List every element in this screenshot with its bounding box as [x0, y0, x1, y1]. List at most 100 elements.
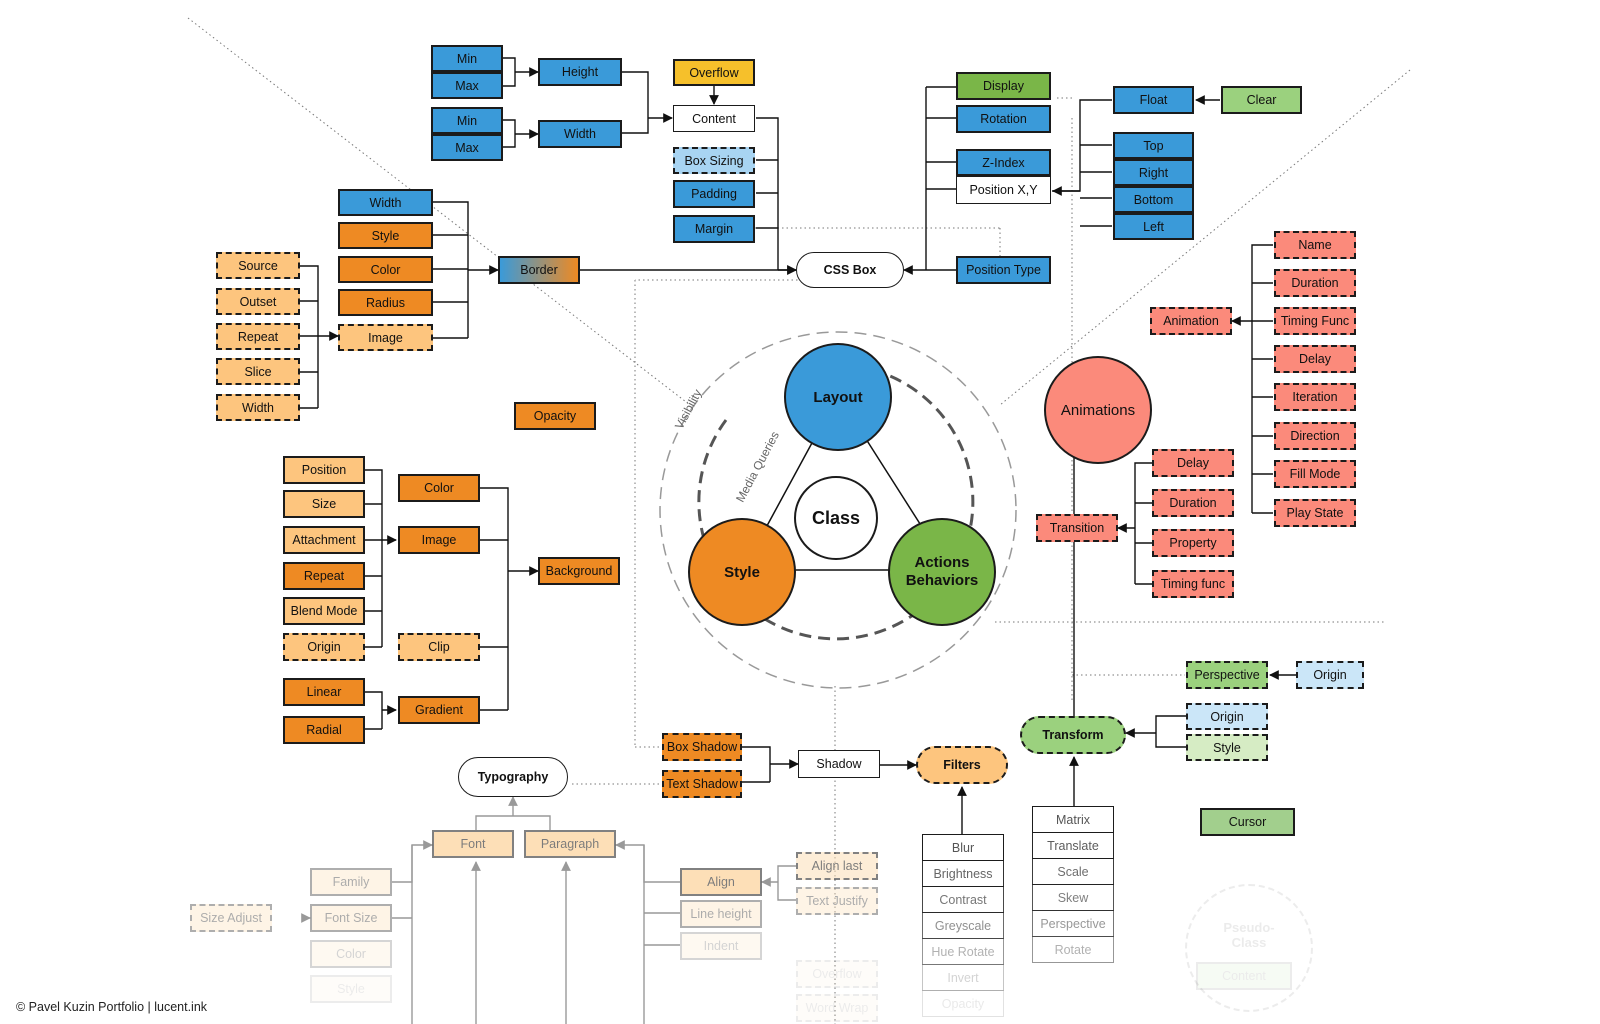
paragraph-node: Paragraph [524, 830, 616, 858]
footer-credit: © Pavel Kuzin Portfolio | lucent.ink [16, 1000, 208, 1014]
bg-color-node: Color [398, 474, 480, 502]
family-node: Family [310, 868, 392, 896]
center-circle-layout: Layout [784, 343, 892, 451]
anim-play-state-node: Play State [1274, 499, 1356, 527]
anim-delay-node: Delay [1274, 345, 1356, 373]
pseudo-content-node: Content [1196, 962, 1292, 990]
typo-color-node: Color [310, 940, 392, 968]
border-width-node: Width [338, 189, 433, 216]
text-justify-node: Text Justify [796, 887, 878, 915]
display-node: Display [956, 72, 1051, 100]
height-min-node: Min [431, 45, 503, 72]
padding-node: Padding [673, 180, 755, 208]
right-node: Right [1113, 159, 1194, 186]
anim-name-node: Name [1274, 231, 1356, 259]
bg-gradient-node: Gradient [398, 696, 480, 724]
center-circle-style: Style [688, 518, 796, 626]
transition-duration-node: Duration [1152, 489, 1234, 517]
anim-duration-node: Duration [1274, 269, 1356, 297]
transform-item-skew: Skew [1032, 884, 1114, 911]
bg-linear-node: Linear [283, 678, 365, 706]
line-height-node: Line height [680, 900, 762, 928]
anim-fill-mode-node: Fill Mode [1274, 460, 1356, 488]
anim-timing-func-node: Timing Func [1274, 307, 1356, 335]
center-circle-class: Class [794, 476, 878, 560]
transition-property-node: Property [1152, 529, 1234, 557]
border-color-node: Color [338, 256, 433, 283]
border-radius-node: Radius [338, 289, 433, 316]
filter-item-brightness: Brightness [922, 860, 1004, 887]
filters-node: Filters [916, 746, 1008, 784]
border-image-slice-node: Slice [216, 358, 300, 385]
animation-node: Animation [1150, 307, 1232, 335]
opacity-node: Opacity [514, 402, 596, 430]
left-node: Left [1113, 213, 1194, 240]
position-xy-node: Position X,Y [956, 176, 1051, 204]
border-image-node: Image [338, 324, 433, 351]
filter-item-invert: Invert [922, 964, 1004, 991]
bottom-node: Bottom [1113, 186, 1194, 213]
bg-repeat-node: Repeat [283, 562, 365, 590]
typo-style-node: Style [310, 975, 392, 1003]
transition-node: Transition [1036, 514, 1118, 542]
transform-item-translate: Translate [1032, 832, 1114, 859]
text-shadow-node: Text Shadow [662, 770, 742, 798]
box-sizing-node: Box Sizing [673, 147, 755, 174]
animations-label: Animations [1060, 401, 1136, 419]
center-actions-label: Actions [914, 554, 970, 571]
transform-item-rotate: Rotate [1032, 936, 1114, 963]
bg-clip-node: Clip [398, 633, 480, 661]
filter-item-opacity: Opacity [922, 990, 1004, 1017]
bg-image-node: Image [398, 526, 480, 554]
background-node: Background [538, 557, 620, 585]
rotation-node: Rotation [956, 105, 1051, 133]
text-overflow-node: Overflow [796, 960, 878, 988]
transform-item-perspective: Perspective [1032, 910, 1114, 937]
center-circle-actions: Actions Behaviors [888, 518, 996, 626]
perspective-node: Perspective [1186, 661, 1268, 689]
transform-origin-node: Origin [1186, 703, 1268, 730]
typography-node: Typography [458, 757, 568, 797]
transition-timing-node: Timing func [1152, 570, 1234, 598]
perspective-origin-node: Origin [1296, 661, 1364, 689]
transform-item-matrix: Matrix [1032, 806, 1114, 833]
margin-node: Margin [673, 215, 755, 243]
overflow-node: Overflow [673, 59, 755, 86]
height-max-node: Max [431, 72, 503, 99]
anim-direction-node: Direction [1274, 422, 1356, 450]
bg-origin-node: Origin [283, 633, 365, 661]
shadow-node: Shadow [798, 750, 880, 778]
anim-iteration-node: Iteration [1274, 383, 1356, 411]
border-image-outset-node: Outset [216, 288, 300, 315]
cursor-node: Cursor [1200, 808, 1295, 836]
transition-delay-node: Delay [1152, 449, 1234, 477]
filter-item-contrast: Contrast [922, 886, 1004, 913]
size-adjust-node: Size Adjust [190, 904, 272, 932]
transform-node: Transform [1020, 716, 1126, 754]
float-node: Float [1113, 86, 1194, 114]
width-max-node: Max [431, 134, 503, 161]
border-image-width-node: Width [216, 394, 300, 421]
box-shadow-node: Box Shadow [662, 733, 742, 761]
word-wrap-node: Word Wrap [796, 994, 878, 1022]
clear-node: Clear [1221, 86, 1302, 114]
font-size-node: Font Size [310, 904, 392, 932]
bg-attachment-node: Attachment [283, 526, 365, 554]
position-type-node: Position Type [956, 256, 1051, 284]
top-node: Top [1113, 132, 1194, 159]
transform-style-node: Style [1186, 734, 1268, 761]
center-behaviors-label: Behaviors [905, 572, 979, 589]
center-class-label: Class [811, 507, 861, 528]
bg-blend-mode-node: Blend Mode [283, 597, 365, 625]
indent-node: Indent [680, 932, 762, 960]
border-image-repeat-node: Repeat [216, 323, 300, 350]
pseudo-class-label: Pseudo-Class [1223, 920, 1275, 950]
center-style-label: Style [724, 563, 760, 581]
layout-width-node: Width [538, 120, 622, 148]
z-index-node: Z-Index [956, 149, 1051, 176]
animations-circle: Animations [1044, 356, 1152, 464]
border-style-node: Style [338, 222, 433, 249]
